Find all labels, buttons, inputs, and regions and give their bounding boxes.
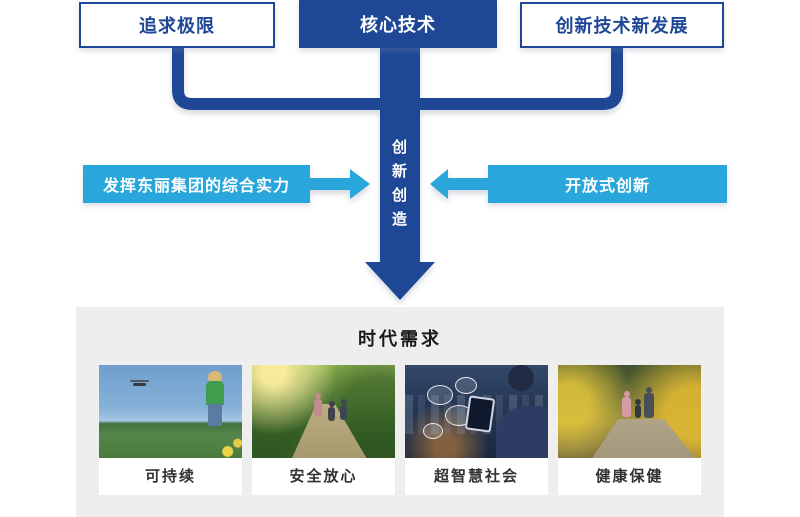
box-new-innovative-technology: 创新技术新发展 <box>520 2 724 48</box>
card-caption-safety: 安全放心 <box>289 467 358 485</box>
person-figure-body <box>496 406 548 458</box>
smart-device-shape <box>464 395 496 433</box>
box-toray-group-strength-label: 发挥东丽集团的综合实力 <box>102 176 290 195</box>
right-branch-connector <box>400 48 623 110</box>
box-pursuing-the-limits: 追求极限 <box>79 2 275 48</box>
box-core-technology-label: 核心技术 <box>360 15 436 36</box>
walker-figure-man <box>644 393 654 418</box>
card-sustainability: 可持续 <box>99 365 242 495</box>
person-figure-head <box>508 365 534 391</box>
runner-figure-child-2 <box>340 405 347 420</box>
drone-icon <box>130 380 149 382</box>
photo-child-with-drone <box>99 365 242 458</box>
card-safety: 安全放心 <box>252 365 395 495</box>
runner-figure-child-1 <box>328 407 335 421</box>
card-caption-sustainability: 可持续 <box>144 467 196 485</box>
card-healthcare: 健康保健 <box>558 365 701 495</box>
right-pointing-arrow-icon <box>310 169 370 199</box>
hologram-circle-icon <box>427 385 453 405</box>
hologram-circle-icon <box>455 377 477 394</box>
hologram-circle-icon <box>423 423 443 439</box>
photo-family-running <box>252 365 395 458</box>
innovation-creation-label: 创新创造 <box>390 139 408 235</box>
photo-autumn-family-walk <box>558 365 701 458</box>
left-pointing-arrow-icon <box>430 169 488 199</box>
drone-body-shape <box>133 383 146 386</box>
child-figure-legs <box>208 404 222 426</box>
left-branch-connector <box>172 48 400 110</box>
child-figure-body <box>206 381 224 405</box>
child-figure-head <box>208 371 222 384</box>
box-core-technology: 核心技术 <box>299 0 497 48</box>
center-arrow-shaft <box>380 46 420 262</box>
box-pursuing-the-limits-label: 追求极限 <box>139 16 215 37</box>
box-new-innovative-technology-label: 创新技术新发展 <box>555 16 689 37</box>
park-path-shape <box>292 404 367 458</box>
card-caption-healthcare: 健康保健 <box>595 467 664 485</box>
box-open-innovation-label: 开放式创新 <box>564 176 650 195</box>
box-open-innovation: 开放式创新 <box>488 165 727 203</box>
walker-figure-woman <box>622 397 631 417</box>
card-caption-smart-society: 超智慧社会 <box>433 467 519 485</box>
era-needs-title: 时代需求 <box>358 329 442 350</box>
card-smart-society: 超智慧社会 <box>405 365 548 495</box>
box-toray-group-strength: 发挥东丽集团的综合实力 <box>83 165 310 203</box>
runner-figure-adult <box>314 399 322 417</box>
walker-figure-child <box>635 405 641 418</box>
center-arrowhead-icon <box>365 262 435 300</box>
era-needs-cards: 可持续 安全放心 超智慧社会 <box>99 365 701 495</box>
photo-smart-device-city <box>405 365 548 458</box>
